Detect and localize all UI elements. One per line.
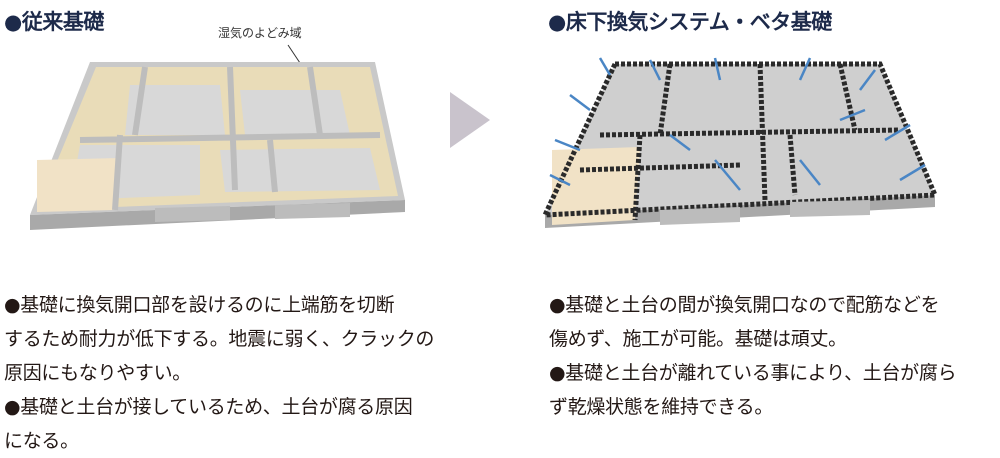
description-line: ●基礎と土台が接しているため、土台が腐る原因 — [4, 396, 413, 418]
ventilated-foundation-illustration — [540, 57, 939, 228]
description-line: 傷めず、施工が可能。基礎は頑丈。 — [549, 328, 847, 350]
conventional-foundation-title: ●従来基礎 — [4, 10, 104, 34]
conventional-foundation-illustration — [30, 44, 405, 230]
ventilated-foundation-description: ●基礎と土台の間が換気開口なので配筋などを 傷めず、施工が可能。基礎は頑丈。 ●… — [549, 288, 957, 424]
stagnant-moisture-label: 湿気のよどみ域 — [218, 26, 302, 40]
underfloor-ventilation-title: ●床下換気システム・ベタ基礎 — [548, 10, 832, 34]
description-line: になる。 — [4, 430, 79, 452]
description-line: ず乾燥状態を維持できる。 — [549, 396, 774, 418]
conventional-foundation-description: ●基礎に換気開口部を設けるのに上端筋を切断 するため耐力が低下する。地震に弱く、… — [4, 288, 434, 458]
description-line: 原因にもなりやすい。 — [4, 362, 192, 384]
description-line: ●基礎と土台の間が換気開口なので配筋などを — [549, 294, 940, 316]
description-line: ●基礎に換気開口部を設けるのに上端筋を切断 — [4, 294, 395, 316]
description-line: するため耐力が低下する。地震に弱く、クラックの — [4, 328, 435, 350]
transition-arrow-icon — [450, 92, 490, 148]
airflow-arrows — [549, 57, 926, 191]
description-line: ●基礎と土台が離れている事により、土台が腐ら — [549, 362, 957, 384]
